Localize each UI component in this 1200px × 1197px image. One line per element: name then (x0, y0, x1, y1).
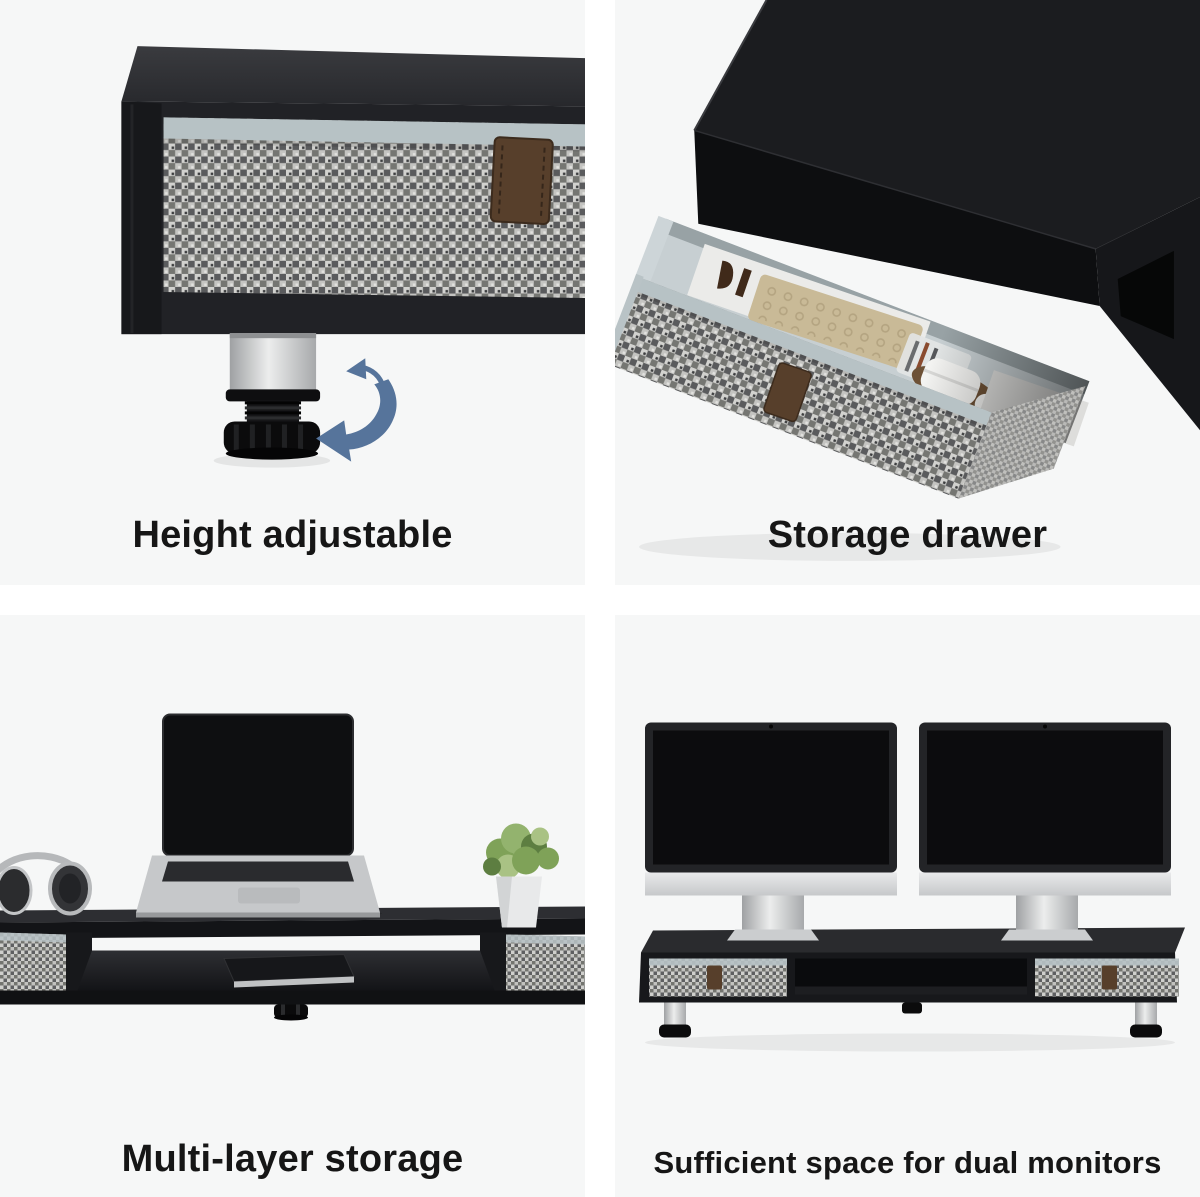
rotation-arrow-icon (316, 358, 397, 462)
riser-leg-left (659, 1002, 691, 1038)
monitor-chin (919, 872, 1171, 896)
dual-monitors-illustration (639, 722, 1185, 1052)
monitor-right (919, 722, 1171, 941)
cabinet (121, 46, 585, 335)
feature-card-dual-monitors: Sufficient space for dual monitors (615, 615, 1200, 1197)
storage-drawer-illustration (615, 0, 1200, 561)
monitor-screen (927, 730, 1163, 865)
leather-tab (707, 965, 722, 990)
height-adjustable-illustration (121, 46, 585, 468)
beige-card (748, 274, 923, 371)
bottom-shelf (0, 990, 585, 1005)
leather-tab (489, 136, 554, 225)
caption-height-adjustable: Height adjustable (132, 514, 453, 556)
riser-right-drawer (1035, 958, 1179, 997)
open-storage-drawer (615, 215, 1090, 499)
monitor-left (645, 722, 897, 941)
laptop-keyboard (162, 861, 354, 882)
right-drawer (506, 934, 585, 995)
monitor-stand-riser (639, 927, 1185, 1038)
monitor-column (1016, 895, 1078, 930)
riser-leg-right (1130, 1002, 1162, 1038)
camera-dot (1043, 724, 1047, 729)
feature-card-storage-drawer: Storage drawer (615, 0, 1200, 585)
camera-dot (769, 724, 773, 729)
laptop-trackpad (238, 887, 300, 904)
tablet (223, 953, 355, 988)
adjustable-leg (213, 333, 331, 468)
side-opening (1117, 250, 1174, 340)
feature-card-multi-layer: Multi-layer storage (0, 615, 585, 1197)
multi-layer-storage-illustration (0, 713, 585, 1021)
monitor-screen (653, 730, 889, 865)
monitor-column (742, 895, 804, 930)
caption-dual-monitors: Sufficient space for dual monitors (653, 1145, 1162, 1180)
monitor-chin (645, 872, 897, 896)
foot-knob (274, 1004, 308, 1021)
riser-middle-opening (795, 958, 1027, 995)
laptop (136, 713, 380, 918)
headphones (0, 852, 92, 916)
monitor-foot (727, 929, 819, 941)
desk-top-panel (693, 0, 1200, 431)
caption-storage-drawer: Storage drawer (767, 514, 1048, 556)
fabric-trim-band (163, 117, 585, 147)
caption-multi-layer: Multi-layer storage (121, 1138, 464, 1180)
leg-thread (244, 400, 302, 425)
center-knob (902, 1002, 922, 1014)
leg-cylinder (229, 333, 317, 394)
fabric-trim-band (636, 277, 992, 426)
support-posts (66, 932, 506, 995)
potted-plant (483, 823, 559, 928)
leather-tab (763, 362, 812, 423)
monitor-foot (1001, 929, 1093, 941)
feature-card-height-adjustable: Height adjustable (0, 0, 585, 585)
laptop-screen (162, 713, 354, 857)
riser-left-drawer (649, 958, 787, 997)
leg-foot-knob (223, 421, 321, 460)
drawer-fabric-panel (163, 117, 585, 299)
left-drawer (0, 932, 66, 993)
leather-tab (1102, 965, 1117, 990)
